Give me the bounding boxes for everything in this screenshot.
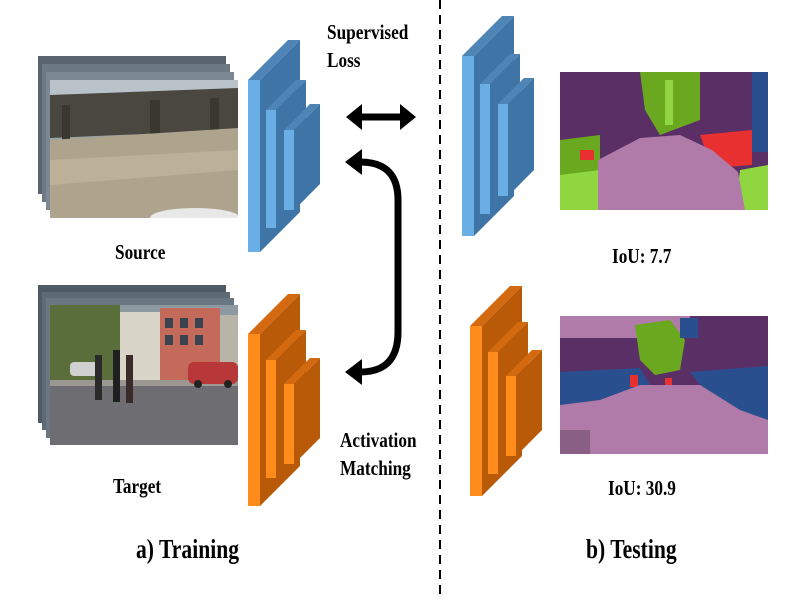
bottom-iou-label: IoU: 30.9 [608, 476, 676, 500]
training-section-label: a) Training [136, 534, 240, 564]
source-image-stack [38, 56, 238, 218]
testing-section-label: b) Testing [586, 534, 677, 564]
supervised-loss-arrow [346, 104, 416, 130]
activation-matching-label-line2: Matching [340, 456, 411, 480]
segmentation-output-source [560, 72, 768, 210]
top-iou-label: IoU: 7.7 [612, 244, 672, 268]
activation-matching-arrow [345, 149, 402, 385]
target-network [248, 294, 320, 506]
testing-source-network [462, 16, 534, 236]
activation-matching-label-line1: Activation [340, 428, 417, 452]
source-label: Source [115, 240, 166, 264]
target-label: Target [113, 474, 162, 498]
source-network [248, 40, 320, 252]
segmentation-output-target [560, 316, 768, 454]
testing-target-network [470, 286, 542, 496]
supervised-loss-label-line2: Loss [327, 48, 361, 72]
target-image-stack [38, 285, 238, 445]
source-image [50, 80, 238, 218]
supervised-loss-label-line1: Supervised [327, 20, 409, 44]
target-image [50, 305, 238, 445]
